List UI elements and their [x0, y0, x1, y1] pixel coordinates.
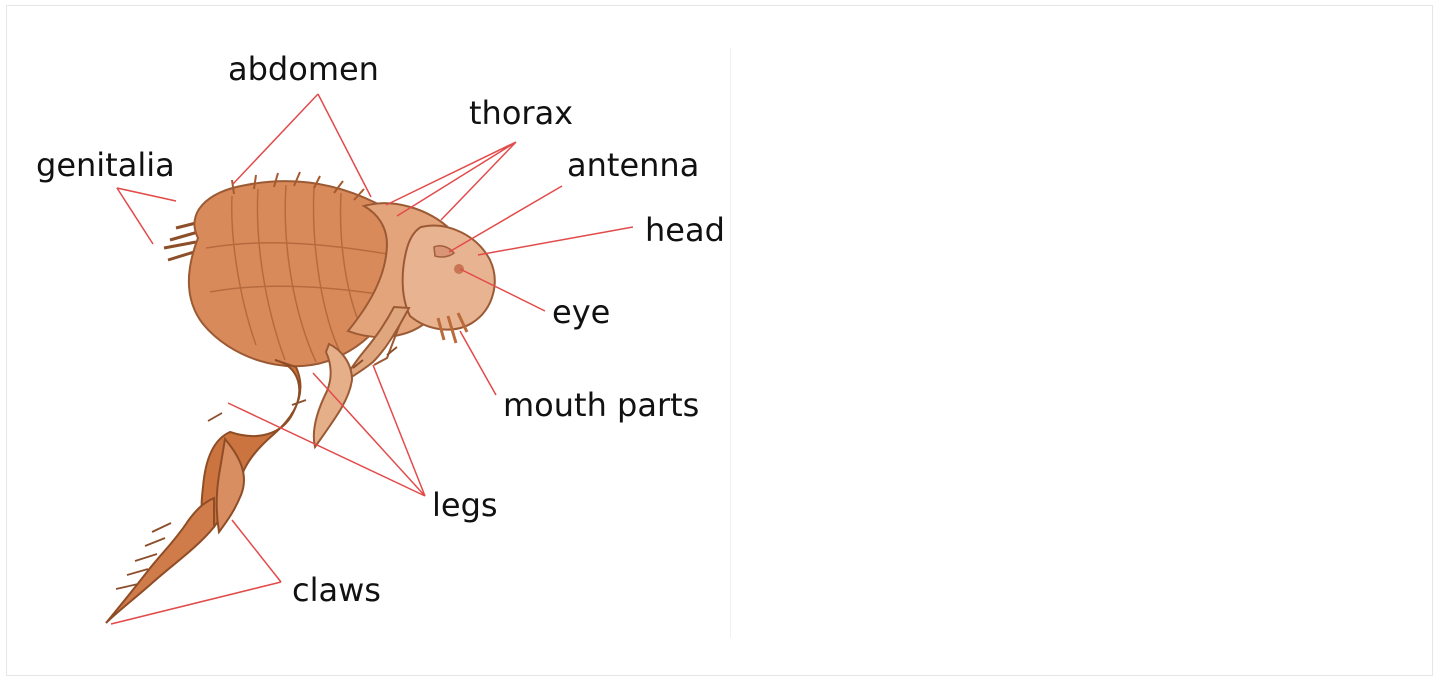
label-antenna: antenna: [567, 146, 699, 184]
label-eye: eye: [552, 293, 610, 331]
eye-shape: [454, 264, 464, 274]
head-shape: [403, 226, 495, 330]
hind-leg: [106, 360, 300, 623]
label-legs: legs: [432, 486, 498, 524]
leg-spines: [116, 347, 397, 589]
leader-genitalia: [117, 188, 176, 244]
leader-head: [478, 227, 633, 255]
label-claws: claws: [292, 571, 381, 609]
label-genitalia: genitalia: [36, 146, 175, 184]
label-head: head: [645, 211, 725, 249]
label-mouth-parts: mouth parts: [503, 386, 699, 424]
flea-illustration: [106, 172, 495, 623]
label-thorax: thorax: [469, 94, 573, 132]
leader-antenna: [449, 186, 562, 252]
leader-mouth-parts: [460, 331, 496, 395]
label-abdomen: abdomen: [228, 50, 379, 88]
